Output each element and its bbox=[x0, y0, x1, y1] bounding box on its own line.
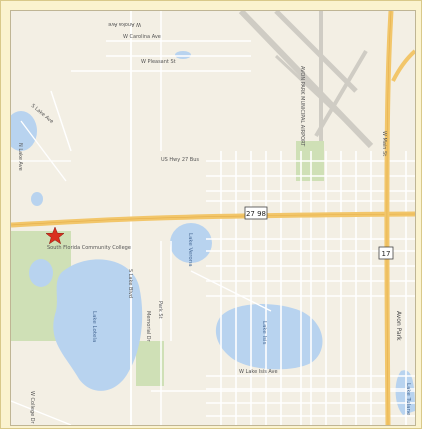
airport-label: AVON PARK MUNICIPAL AIRPORT bbox=[299, 66, 305, 147]
college-dr-label: W College Dr bbox=[29, 391, 35, 425]
street-grid bbox=[11, 11, 415, 425]
water-bodies bbox=[11, 51, 415, 415]
airport bbox=[238, 11, 374, 149]
pleasant-label: W Pleasant St bbox=[141, 59, 176, 65]
bus27-label: US Hwy 27 Bus bbox=[161, 157, 199, 163]
lake-lotela-label: Lake Lotela bbox=[91, 311, 97, 342]
city-label: Avon Park bbox=[395, 311, 402, 341]
street bbox=[50, 90, 72, 152]
n-lake-label: N Lake Ave bbox=[17, 143, 23, 171]
lake-blvd-label: S Lake Blvd bbox=[127, 269, 133, 298]
college-label: South Florida Community College bbox=[47, 245, 131, 251]
highway-shield-27: 27 98 bbox=[244, 206, 268, 220]
street bbox=[190, 270, 272, 312]
lake-isis-label: Lake Isis bbox=[261, 321, 267, 345]
carolina-label: W Carolina Ave bbox=[123, 34, 161, 40]
park-area-2 bbox=[136, 341, 164, 386]
park-st-label: Park St bbox=[157, 301, 163, 319]
map-canvas[interactable]: 27 98 17 AVON PARK MUNICIPAL AIRPORT Avo… bbox=[11, 11, 415, 425]
shield-27-text: 27 98 bbox=[246, 210, 266, 218]
lake-tulane-label: Lake Tulane bbox=[405, 383, 411, 416]
highway-shield-17: 17 bbox=[378, 246, 394, 260]
major-roads bbox=[11, 11, 415, 425]
memorial-label: Memorial Dr bbox=[145, 311, 151, 343]
map-labels: AVON PARK MUNICIPAL AIRPORT Avon Park W … bbox=[17, 21, 411, 425]
street bbox=[20, 120, 67, 182]
lake-isis-ave-label: W Lake Isis Ave bbox=[239, 369, 278, 375]
location-marker-icon[interactable] bbox=[45, 226, 65, 245]
shield-17-text: 17 bbox=[382, 250, 391, 258]
lake-verona-label: Lake Verona bbox=[187, 233, 193, 267]
street bbox=[11, 400, 72, 425]
map-view[interactable]: 27 98 17 AVON PARK MUNICIPAL AIRPORT Avo… bbox=[10, 10, 416, 426]
main-st-label: W Main St bbox=[381, 131, 387, 156]
anoka-label: W Anoka Ave bbox=[108, 21, 141, 27]
